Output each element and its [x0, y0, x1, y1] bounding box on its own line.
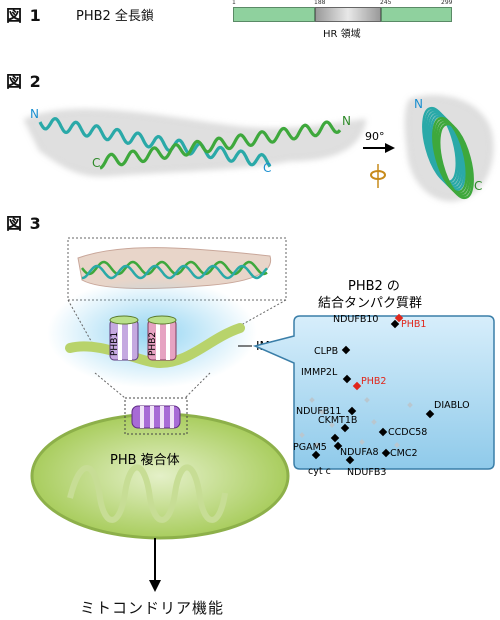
background-point: [299, 432, 305, 438]
binding-protein-label: CCDC58: [388, 427, 427, 438]
binding-protein-label: NDUFB3: [347, 467, 386, 478]
tick-start: 1: [232, 0, 236, 6]
coiled-coil-side-view: N N C C 90° N C: [24, 95, 493, 201]
fig3-label: 図 3: [6, 214, 42, 233]
fig2-label: 図 2: [6, 72, 42, 91]
end-view-helix-turn: [428, 112, 464, 190]
hr-region-label: HR 領域: [323, 29, 361, 40]
background-point: [314, 442, 320, 448]
background-point: [394, 442, 400, 448]
phb1-cylinder: [109, 315, 139, 361]
complex-label: PHB 複合体: [110, 452, 180, 468]
end-view-helix-turn: [438, 122, 474, 200]
fig1-label: 図 1: [6, 6, 42, 25]
binding-protein-label: DIABLO: [434, 400, 470, 411]
green-helix: [99, 120, 342, 170]
tick-end: 299: [441, 0, 453, 6]
background-point: [364, 397, 370, 403]
right-n-label: N: [414, 97, 423, 111]
background-point: [371, 419, 377, 425]
background-point: [319, 409, 325, 415]
binding-protein-label: IMMP2L: [301, 367, 338, 378]
box-title-line2: 結合タンパク質群: [318, 296, 422, 311]
binding-protein-label: CMC2: [390, 448, 418, 459]
zoom-helix-2: [81, 264, 268, 280]
fig1-protein-name: PHB2 全長鎖: [76, 9, 154, 24]
outcome-label: ミトコンドリア機能: [80, 599, 225, 617]
binding-protein-label: PHB1: [401, 319, 426, 330]
binding-protein-label: PHB2: [361, 376, 386, 387]
binding-protein-marker: [311, 450, 321, 460]
binding-protein-marker: [378, 427, 388, 437]
binding-protein-marker: [352, 381, 362, 391]
end-view-helix-turn: [436, 120, 472, 198]
background-point: [329, 422, 335, 428]
phb1-label: PHB1: [110, 332, 120, 356]
inner-membrane: [65, 323, 245, 369]
phb2-label: PHB2: [148, 332, 158, 356]
binding-protein-label: NDUFB11: [296, 406, 341, 417]
end-view-helix-turn: [426, 110, 462, 188]
end-view-helix-turn: [430, 114, 466, 192]
binding-protein-marker: [342, 374, 352, 384]
background-point: [359, 439, 365, 445]
binding-protein-box: [252, 315, 495, 470]
complex-zoom-box: [124, 397, 188, 435]
box-title-line1: PHB2 の: [348, 279, 400, 294]
binding-protein-marker: [390, 319, 400, 329]
left-c1-label: C: [92, 156, 100, 170]
background-point: [309, 397, 315, 403]
binding-protein-label: NDUFA8: [340, 447, 379, 458]
binding-protein-label: CKMT1B: [318, 415, 357, 426]
binding-protein-label: cyt c: [308, 466, 331, 477]
left-n2-label: N: [342, 114, 351, 128]
phb2-cylinder: [147, 315, 177, 361]
domain-c-segment: [381, 7, 452, 22]
binding-protein-marker: [341, 345, 351, 355]
end-view-helix-turn: [434, 118, 470, 196]
hr-region-segment: [315, 7, 381, 22]
end-view-helix-turn: [432, 116, 468, 194]
binding-protein-label: CLPB: [314, 346, 338, 357]
rotation-label: 90°: [365, 130, 385, 143]
down-arrow-icon: [149, 580, 161, 592]
binding-protein-marker: [381, 448, 391, 458]
end-view-helix-turn: [424, 108, 460, 186]
right-c-label: C: [474, 179, 482, 193]
background-point: [407, 402, 413, 408]
binding-protein-marker: [330, 433, 340, 443]
binding-protein-marker: [425, 409, 435, 419]
binding-protein-label: NDUFB10: [333, 314, 378, 325]
binding-protein-marker: [333, 441, 343, 451]
binding-protein-marker: [394, 313, 404, 323]
teal-helix: [38, 117, 272, 168]
binding-protein-marker: [347, 406, 357, 416]
left-n1-label: N: [30, 107, 39, 121]
phb-complex-diagram: PHB1 PHB2 IMM PHB 複合体 PHB2 の 結合タンパク質群 ND…: [30, 237, 495, 592]
coiled-coil-end-view: [405, 95, 493, 201]
binding-protein-marker: [345, 455, 355, 465]
domain-bar: [233, 7, 452, 22]
rotation-arrow-icon: [363, 143, 395, 188]
left-c2-label: C: [263, 161, 271, 175]
tick-hr-start: 188: [314, 0, 326, 6]
tick-hr-end: 245: [380, 0, 392, 6]
binding-protein-label: PGAM5: [293, 442, 327, 453]
binding-protein-marker: [340, 423, 350, 433]
domain-n-segment: [233, 7, 315, 22]
phb-ring-icon: [131, 405, 181, 429]
